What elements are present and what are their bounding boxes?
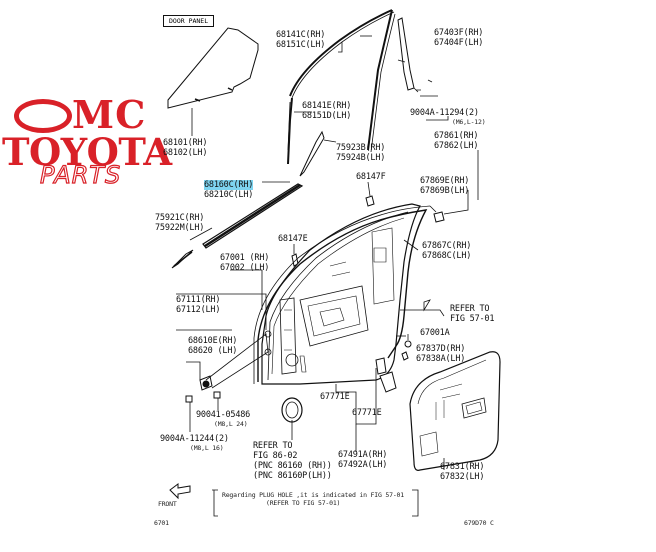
regulator-rail xyxy=(397,17,415,91)
label-68141e: 68141E(RH)68151D(LH) xyxy=(302,101,352,121)
highlighted-part-number: 68160C(RH) xyxy=(204,180,254,190)
run-channel xyxy=(287,97,293,165)
front-label: FRONT xyxy=(158,500,177,508)
label-67111: 67111(RH)67112(LH) xyxy=(176,295,221,315)
label-75923b: 75923B(RH)75924B(LH) xyxy=(336,143,386,163)
label-67867c: 67867C(RH)67868C(LH) xyxy=(422,241,472,261)
label-68101: 68101(RH)68102(LH) xyxy=(163,138,208,158)
label-67771e-left: 67771E xyxy=(320,392,350,402)
label-90041: 90041-05486(M8,L 24) xyxy=(196,410,251,428)
label-9004a-bottom: 9004A-11244(2)(M8,L 16) xyxy=(160,434,229,452)
plug-hole-note: Regarding PLUG HOLE ,it is indicated in … xyxy=(222,491,404,507)
label-67491a: 67491A(RH)67492A(LH) xyxy=(338,450,388,470)
label-67403f: 67403F(RH)67404F(LH) xyxy=(434,28,484,48)
watermark-text-parts: PARTS xyxy=(39,160,122,189)
label-67861: 67861(RH)67862(LH) xyxy=(434,131,479,151)
label-68147f: 68147F xyxy=(356,172,386,182)
header-box: DOOR PANEL xyxy=(163,15,215,27)
door-weatherstrip xyxy=(257,209,428,382)
label-68141c: 68141C(RH)68151C(LH) xyxy=(276,30,326,50)
page-code: 6701 xyxy=(154,519,169,527)
label-67771e-right: 67771E xyxy=(352,408,382,418)
watermark-logo-mc: MC xyxy=(14,92,146,137)
label-68610e: 68610E(RH)68620 (LH) xyxy=(188,336,238,356)
door-glass xyxy=(167,27,259,109)
figure-code: 679D70 C xyxy=(464,519,494,527)
label-68160c: 68160C(RH)68210C(LH) xyxy=(204,180,254,200)
label-67001a: 67001A xyxy=(420,328,450,338)
label-67869: 67869E(RH)67869B(LH) xyxy=(420,176,470,196)
label-67001: 67001 (RH)67002 (LH) xyxy=(220,253,270,273)
front-arrow xyxy=(169,483,191,500)
label-9004a-top: 9004A-11294(2)(M6,L-12) xyxy=(410,108,486,126)
watermark-text-toyota: TOYOTA xyxy=(2,130,172,174)
label-67831: 67831(RH)67832(LH) xyxy=(440,462,485,482)
door-trim-panel xyxy=(409,351,501,471)
label-75921c: 75921C(RH)75922M(LH) xyxy=(155,213,205,233)
frame-run-upper xyxy=(289,9,393,97)
label-67837d: 67837D(RH)67838A(LH) xyxy=(416,344,466,364)
label-68147e: 68147E xyxy=(278,234,308,244)
belt-molding-small xyxy=(299,130,325,177)
